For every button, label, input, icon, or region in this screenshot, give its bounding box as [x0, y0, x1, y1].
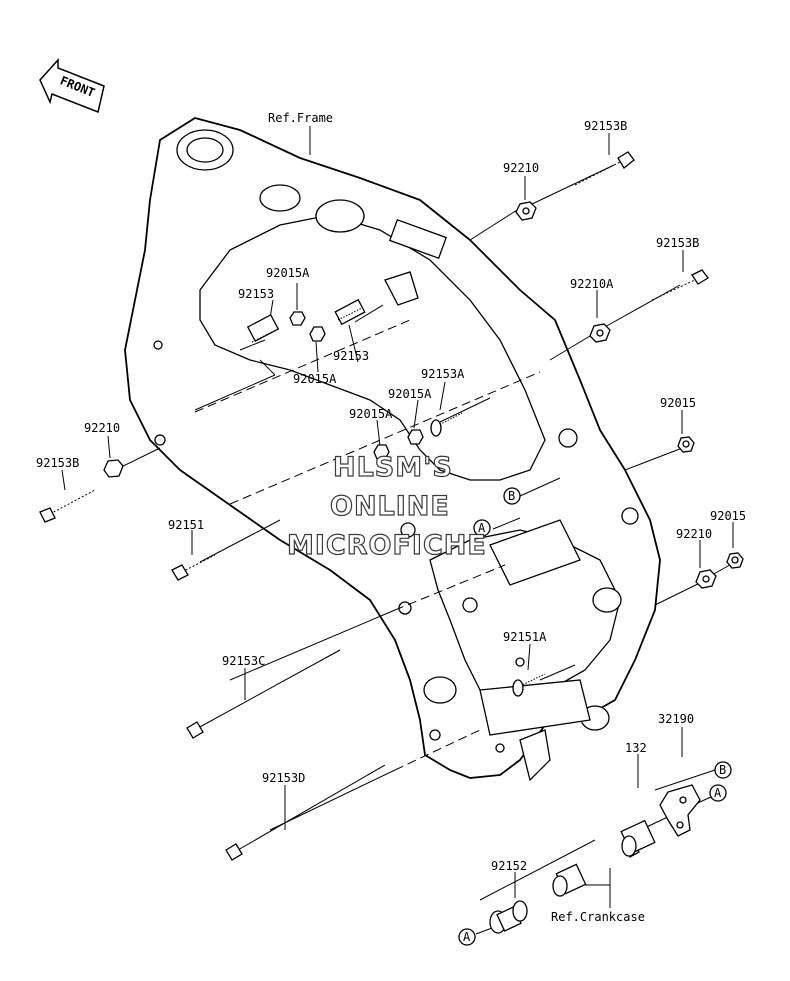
collar-crankcase-large[interactable] [620, 819, 656, 857]
callout-B-left: B [503, 487, 521, 505]
nut-92210-top[interactable] [515, 201, 537, 221]
svg-text:B: B [719, 763, 726, 777]
label-92153B-left: 92153B [36, 456, 79, 470]
label-92153B-mid: 92153B [656, 236, 699, 250]
label-92210-top: 92210 [503, 161, 539, 175]
label-92015-far: 92015 [710, 509, 746, 523]
watermark-line-1: HLSM'S [333, 452, 453, 483]
nut-92015A-2[interactable] [309, 326, 326, 342]
bolt-92153B-top[interactable] [574, 151, 635, 186]
label-92015A-4: 92015A [349, 407, 393, 421]
label-92015-right: 92015 [660, 396, 696, 410]
label-ref-crankcase: Ref.Crankcase [551, 910, 645, 924]
bolt-92151[interactable] [171, 554, 216, 581]
callout-A-right: A [709, 784, 727, 802]
nut-92015A-4[interactable] [373, 444, 390, 460]
label-92153B-top: 92153B [584, 119, 627, 133]
nut-92015A-1[interactable] [289, 311, 306, 326]
collar-crankcase-small[interactable] [552, 863, 587, 897]
label-32190: 32190 [658, 712, 694, 726]
nut-92210-right[interactable] [695, 569, 717, 589]
bolt-92153B-mid[interactable] [651, 269, 709, 301]
label-92151A: 92151A [503, 630, 547, 644]
callout-B-right: B [714, 761, 732, 779]
watermark-line-3: MICROFICHE [287, 530, 487, 561]
bolt-92153A[interactable] [430, 412, 463, 437]
bolt-92153-right[interactable] [334, 298, 366, 326]
watermark: HLSM'S ONLINE MICROFICHE [286, 451, 487, 561]
svg-text:A: A [714, 786, 722, 800]
svg-text:A: A [463, 930, 471, 944]
callout-A-bottom: A [458, 928, 476, 946]
bolt-92153-left[interactable] [246, 313, 280, 343]
nut-92015-far[interactable] [726, 552, 744, 569]
bracket-32190[interactable] [659, 784, 701, 837]
label-92015A-1: 92015A [266, 266, 310, 280]
label-92210-right: 92210 [676, 527, 712, 541]
nut-92210A[interactable] [589, 323, 611, 343]
nut-92015-right[interactable] [677, 436, 695, 453]
label-92152: 92152 [491, 859, 527, 873]
label-92015A-3: 92015A [388, 387, 432, 401]
label-92153-1: 92153 [238, 287, 274, 301]
svg-text:A: A [478, 521, 486, 535]
label-92153A: 92153A [421, 367, 465, 381]
label-92151: 92151 [168, 518, 204, 532]
label-92153D: 92153D [262, 771, 305, 785]
front-arrow-icon: FRONT [39, 58, 105, 114]
label-92015A-2: 92015A [293, 372, 337, 386]
label-132: 132 [625, 741, 647, 755]
label-92210A: 92210A [570, 277, 614, 291]
label-92153-2: 92153 [333, 349, 369, 363]
label-92153C: 92153C [222, 654, 265, 668]
label-92210-left: 92210 [84, 421, 120, 435]
bolt-92153C[interactable] [186, 649, 341, 739]
frame-drawing [124, 117, 661, 782]
bolt-92151A[interactable] [512, 673, 546, 697]
svg-text:B: B [508, 489, 515, 503]
spacer-92152[interactable] [489, 900, 528, 934]
label-ref-frame: Ref.Frame [268, 111, 333, 125]
bolt-92153D[interactable] [225, 764, 386, 861]
callout-A-top: A [473, 519, 491, 537]
nut-92210-left[interactable] [103, 459, 124, 478]
watermark-line-2: ONLINE [330, 491, 450, 522]
bolt-92153B-left[interactable] [39, 489, 96, 523]
nut-92015A-3[interactable] [407, 429, 424, 445]
